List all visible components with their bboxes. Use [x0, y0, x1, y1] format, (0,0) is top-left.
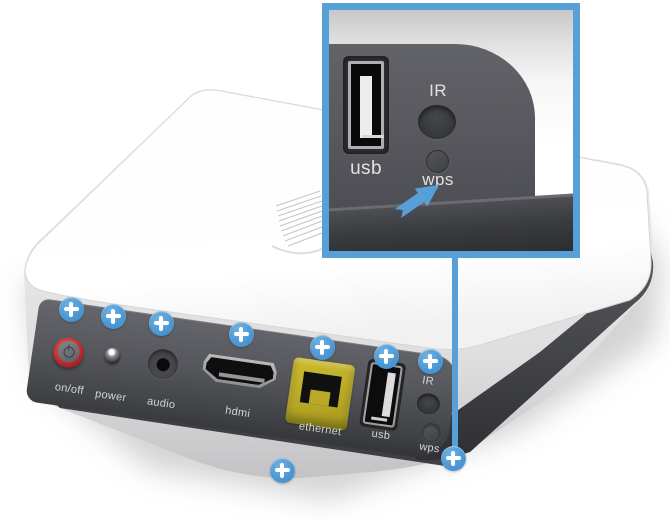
hotspot-power[interactable] — [100, 303, 126, 329]
inset-connector-line — [452, 256, 458, 448]
zoom-inset: usb IR wps — [322, 3, 580, 258]
inset-wps-label: wps — [422, 170, 454, 189]
hotspot-bottom[interactable] — [269, 457, 295, 483]
device-base-band — [415, 240, 654, 461]
hotspot-wps[interactable] — [440, 445, 466, 471]
hotspot-on-off[interactable] — [58, 296, 84, 322]
audio-label: audio — [146, 395, 177, 412]
inset-ir-sensor — [418, 105, 456, 139]
power-button-cap — [56, 339, 82, 365]
inset-wps-button[interactable] — [426, 150, 449, 173]
inset-usb-port — [343, 56, 389, 154]
hotspot-audio[interactable] — [148, 310, 174, 336]
wps-pointer-arrow-icon — [394, 185, 439, 218]
usb-contact-line — [371, 416, 388, 422]
power-button[interactable] — [51, 335, 86, 370]
hdmi-port[interactable] — [201, 353, 278, 390]
hdmi-tongue — [219, 372, 265, 383]
ir-label: IR — [421, 374, 435, 388]
inset-usb-metal — [348, 61, 384, 149]
usb-port[interactable] — [359, 358, 407, 432]
hotspot-ir[interactable] — [417, 348, 443, 374]
inset-usb-label: usb — [350, 158, 382, 179]
hdmi-label: hdmi — [224, 404, 251, 421]
usb-port-metal — [362, 361, 403, 428]
hotspot-ethernet[interactable] — [309, 334, 335, 360]
hotspot-hdmi[interactable] — [228, 321, 254, 347]
usb-tongue — [381, 372, 396, 418]
vent-pattern — [275, 190, 323, 247]
inset-usb-tongue — [360, 76, 372, 138]
hdmi-port-inner — [204, 356, 274, 386]
power-icon — [62, 345, 75, 358]
ethernet-tab — [308, 389, 331, 407]
inset-usb-contact-line — [362, 135, 384, 138]
power-led — [103, 346, 122, 365]
ir-sensor — [415, 391, 442, 417]
audio-jack[interactable] — [145, 347, 180, 382]
vent-rim — [271, 245, 323, 255]
hotspot-usb[interactable] — [373, 343, 399, 369]
inset-ir-label: IR — [429, 81, 447, 100]
